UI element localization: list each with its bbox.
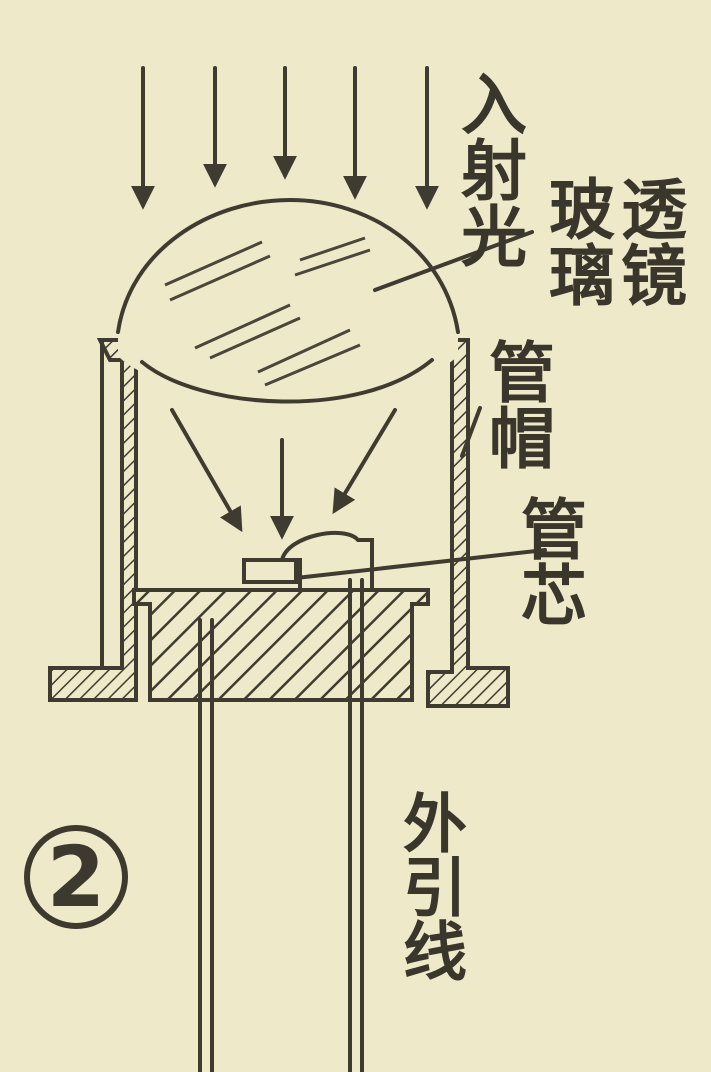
label-tube-core: 管芯 [510,495,587,627]
figure-number: 2 [24,825,128,929]
focus-arrow [332,408,397,515]
label-glass-lens-col2: 透镜 [610,175,687,307]
incident-light-arrows [131,66,439,210]
glass-lens [116,198,460,404]
focus-arrow [170,408,243,533]
lead-wires [198,578,364,1072]
label-lead-wire: 外引线 [392,790,466,982]
focused-light-arrows [170,408,397,540]
label-tube-cap: 管帽 [478,338,555,470]
label-incident-light: 入射光 [450,70,527,268]
base-header [132,588,430,702]
label-glass-lens-col1: 玻璃 [538,175,615,307]
figure-number-text: 2 [46,828,106,926]
leader-lines [294,230,547,580]
lens-reflections [164,236,371,387]
tube-core [242,531,374,592]
